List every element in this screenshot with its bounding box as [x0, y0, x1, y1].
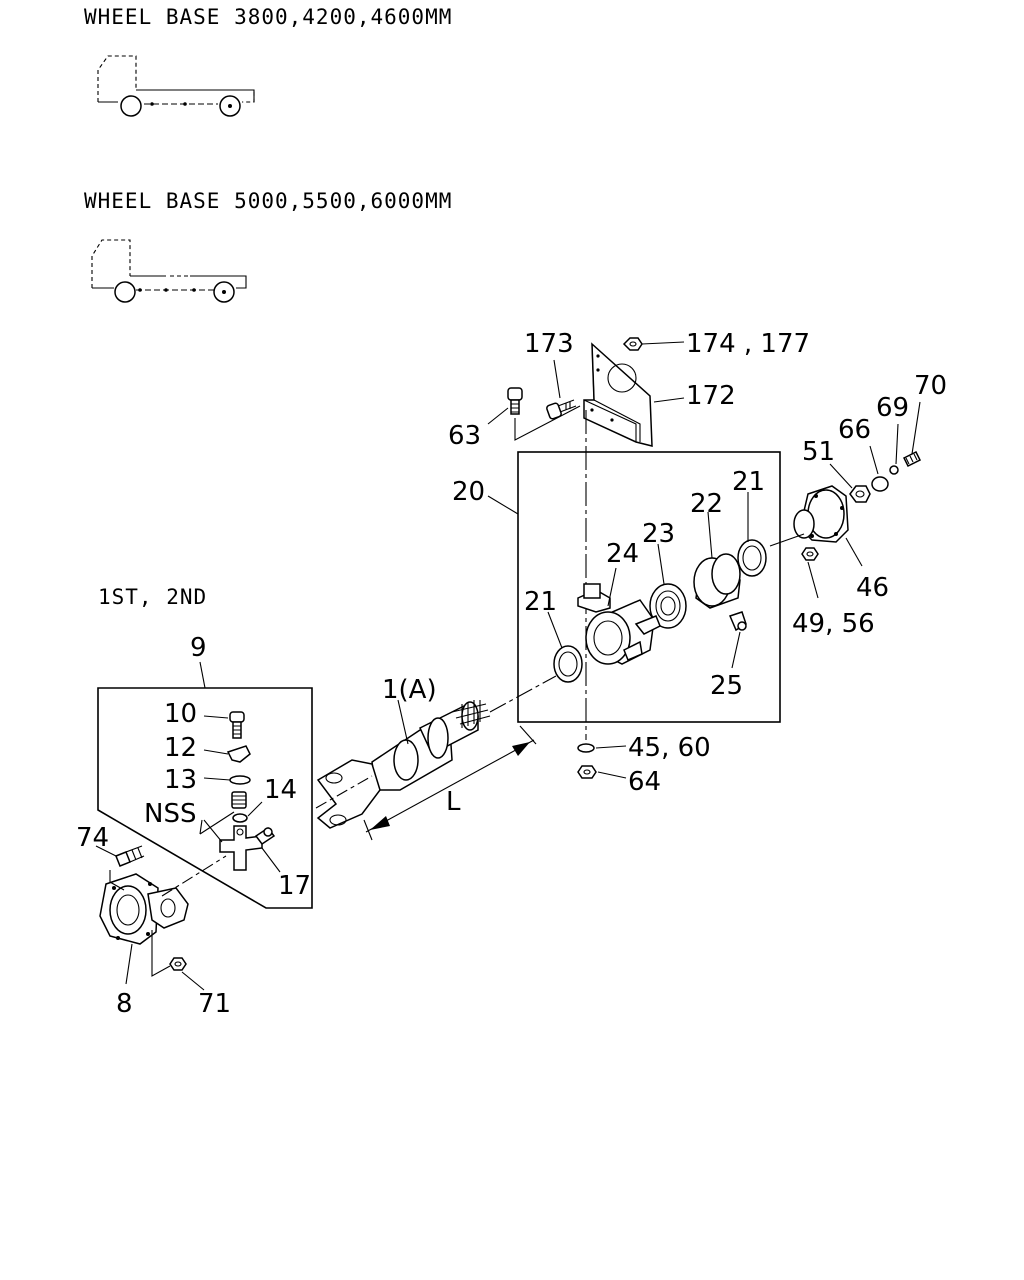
grease-nipple-25-part — [728, 611, 747, 632]
truck-long-wheelbase-icon — [91, 239, 247, 303]
companion-flange-part — [793, 485, 849, 543]
callout-46: 46 — [856, 573, 889, 603]
washer-66-part — [871, 476, 889, 492]
callout-21-left: 21 — [524, 587, 557, 617]
callout-24: 24 — [606, 539, 639, 569]
callout-23: 23 — [642, 519, 675, 549]
callout-49-56: 49, 56 — [792, 609, 875, 639]
callout-10: 10 — [164, 699, 197, 729]
callout-nss: NSS — [144, 799, 196, 829]
nut-51-part — [849, 485, 871, 503]
nut-64-part — [577, 765, 597, 779]
callout-13: 13 — [164, 765, 197, 795]
washer-69-part — [889, 465, 899, 475]
callout-1a: 1(A) — [382, 675, 437, 705]
callout-25: 25 — [710, 671, 743, 701]
snap-ring-13-part — [229, 775, 251, 785]
center-bearing-group-box — [517, 451, 781, 723]
bolt-173-part — [546, 399, 577, 420]
callout-9: 9 — [190, 633, 207, 663]
callout-51: 51 — [802, 437, 835, 467]
callout-20: 20 — [452, 477, 485, 507]
wheelbase-short-title: WHEEL BASE 3800,4200,4600MM — [84, 5, 452, 29]
bearing-23-part — [649, 583, 687, 629]
flange-yoke-8-part — [99, 873, 189, 945]
washer-45-part — [577, 743, 595, 753]
callout-66: 66 — [838, 415, 871, 445]
propeller-shaft-part — [316, 700, 491, 829]
callout-71: 71 — [198, 989, 231, 1019]
universal-joint-kit-box — [97, 687, 313, 909]
spider-cross-part — [219, 825, 263, 871]
wheelbase-long-title: WHEEL BASE 5000,5500,6000MM — [84, 189, 452, 213]
lock-plate-12-part — [226, 745, 251, 763]
bolt-70-part — [902, 450, 922, 468]
callout-173: 173 — [524, 329, 574, 359]
callout-64: 64 — [628, 767, 661, 797]
bolt-63-part — [507, 387, 523, 415]
callout-17: 17 — [278, 871, 311, 901]
nut-71-part — [169, 957, 187, 971]
oil-seal-21-right-part — [737, 539, 767, 577]
rubber-cushion-24-part — [577, 583, 661, 665]
callout-45-60: 45, 60 — [628, 733, 711, 763]
oil-seal-21-left-part — [553, 645, 583, 683]
callout-12: 12 — [164, 733, 197, 763]
dimension-length-marker — [363, 725, 537, 841]
bolt-10-part — [229, 711, 245, 739]
needle-bearing-nss-part — [231, 791, 248, 823]
support-bracket-part — [583, 342, 653, 447]
callout-74: 74 — [76, 823, 109, 853]
dimension-l-label: L — [446, 787, 461, 817]
callout-69: 69 — [876, 393, 909, 423]
callout-8: 8 — [116, 989, 133, 1019]
grease-fitting-17-part — [254, 826, 276, 846]
dust-cover-22-part — [693, 553, 741, 609]
variant-label: 1ST, 2ND — [98, 585, 207, 609]
callout-63: 63 — [448, 421, 481, 451]
truck-short-wheelbase-icon — [97, 55, 255, 117]
bolt-74-part — [115, 845, 145, 867]
nut-174-part — [622, 337, 643, 351]
callout-21-right: 21 — [732, 467, 765, 497]
callout-70: 70 — [914, 371, 947, 401]
nut-49-part — [801, 547, 819, 561]
callout-174-177: 174 , 177 — [686, 329, 810, 359]
callout-22: 22 — [690, 489, 723, 519]
callout-14: 14 — [264, 775, 297, 805]
callout-172: 172 — [686, 381, 736, 411]
